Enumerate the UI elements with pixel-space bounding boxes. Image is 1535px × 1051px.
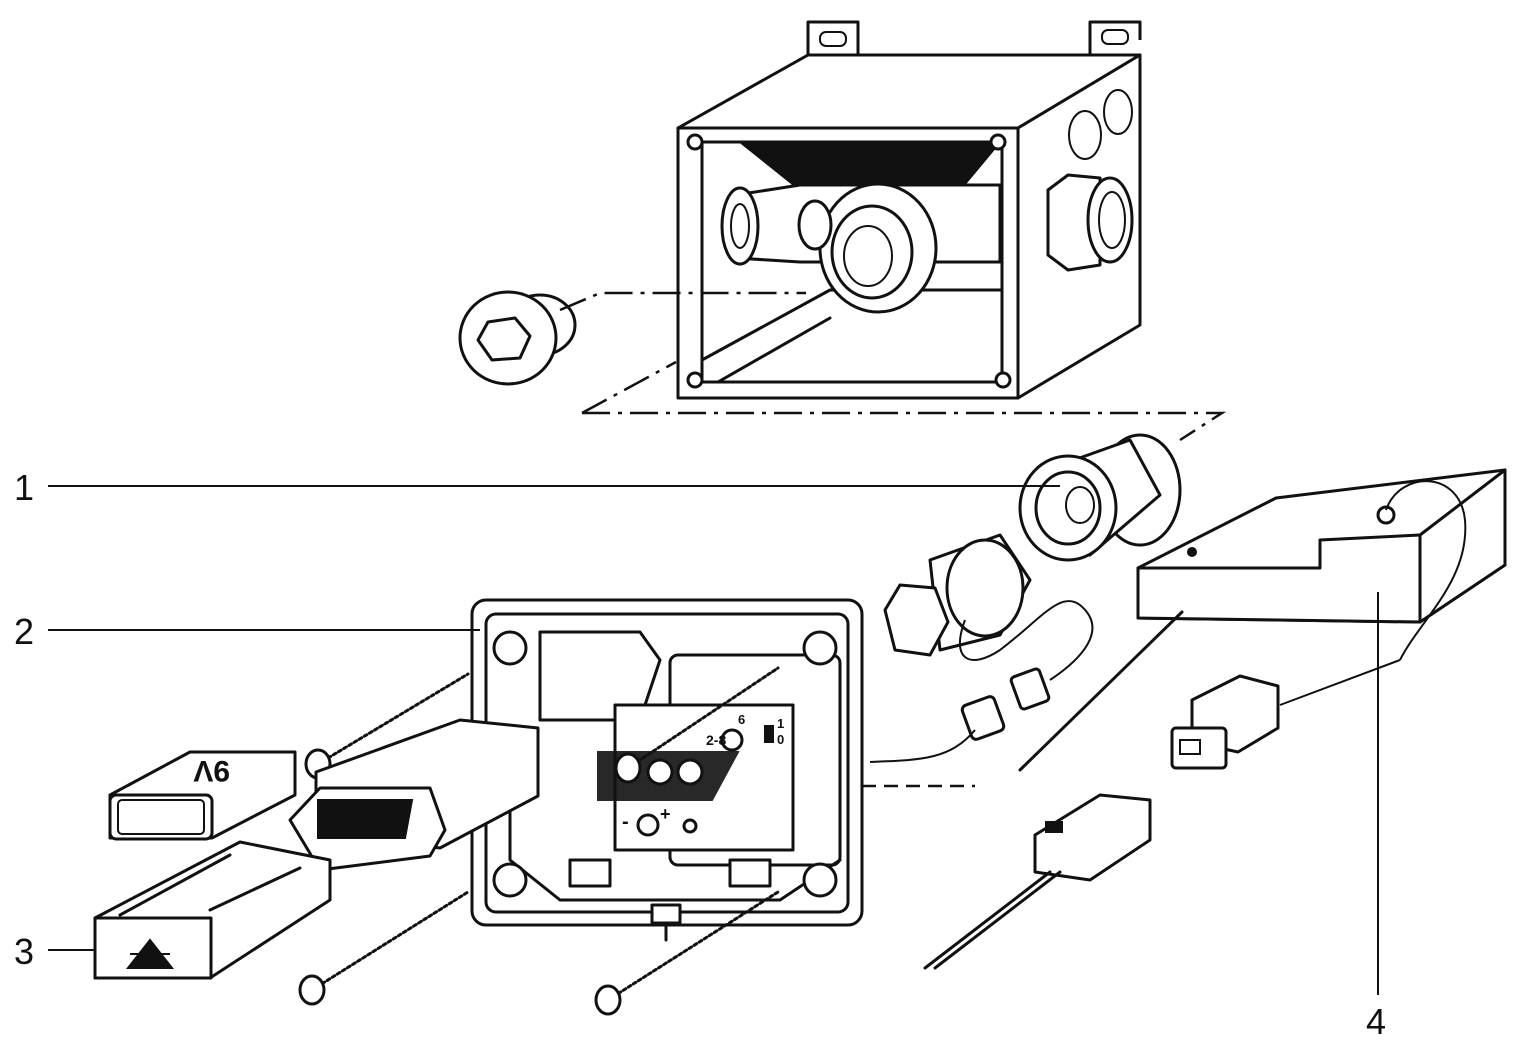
mounting-box [676, 20, 1142, 400]
alignment-line-plug [559, 291, 806, 312]
cover-bracket [288, 718, 540, 872]
battery-9v: 9V [108, 750, 297, 841]
hex-plug [458, 290, 577, 386]
switch-mark-0: 0 [777, 732, 784, 747]
dial-mark-6: 6 [738, 712, 745, 727]
electronics-board: 6 2-8 1 0 - + [597, 703, 795, 852]
callout-label-3: 3 [14, 931, 35, 972]
control-unit [1018, 468, 1507, 772]
switch-mark-1: 1 [777, 716, 784, 731]
polarity-minus: - [622, 811, 629, 833]
callout-label-1: 1 [14, 467, 35, 508]
connector-pair [923, 674, 1280, 970]
polarity-plus: + [660, 804, 671, 824]
dial-scale: 2-8 [706, 732, 726, 748]
solenoid-valve [869, 533, 1094, 763]
alignment-line-box [581, 360, 1227, 442]
mounting-screws [298, 666, 780, 1016]
valve-cartridge [1018, 433, 1182, 562]
callout-label-4: 4 [1366, 1001, 1387, 1042]
callout-label-2: 2 [14, 611, 35, 652]
battery-holder [93, 840, 332, 980]
battery-label: 9V [193, 754, 230, 787]
